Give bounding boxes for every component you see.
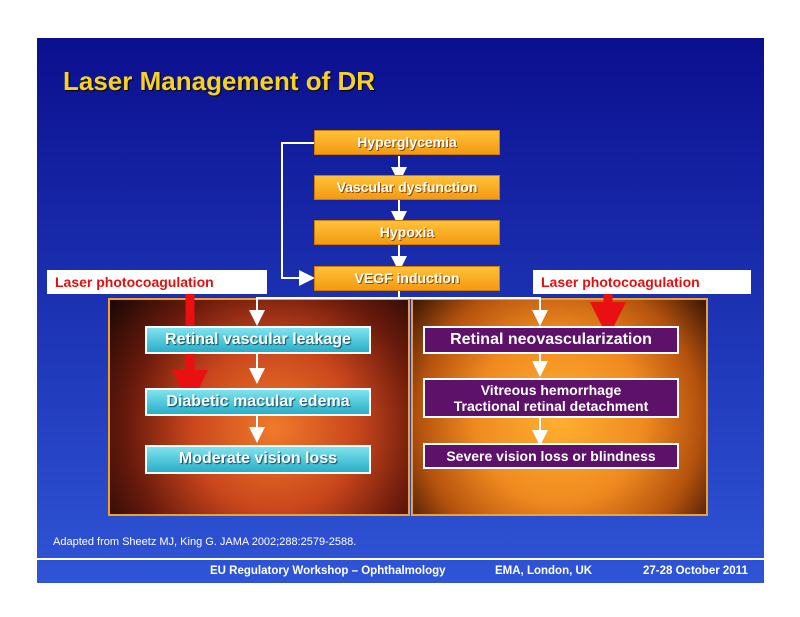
detachment-line: Tractional retinal detachment: [453, 398, 649, 414]
footer-divider: [37, 558, 764, 560]
laser-label-right: Laser photocoagulation: [533, 270, 751, 294]
box-diabetic-macular-edema: Diabetic macular edema: [145, 388, 371, 416]
flow-connectors: [172, 142, 626, 446]
box-vegf-induction: VEGF induction: [314, 266, 500, 291]
box-vitreous-hemorrhage: Vitreous hemorrhage Tractional retinal d…: [423, 378, 679, 418]
hemorrhage-line: Vitreous hemorrhage: [480, 381, 622, 398]
footer-workshop: EU Regulatory Workshop – Ophthalmology: [210, 565, 446, 577]
box-severe-vision-loss: Severe vision loss or blindness: [423, 443, 679, 469]
arrow-vegf-right: [399, 297, 548, 326]
arrow-hyperglycemia-bypass: [281, 142, 315, 286]
footer-date: 27-28 October 2011: [643, 565, 748, 577]
box-retinal-neovascularization: Retinal neovascularization: [423, 326, 679, 354]
box-hypoxia: Hypoxia: [314, 220, 500, 245]
box-hyperglycemia: Hyperglycemia: [314, 130, 500, 155]
laser-label-left: Laser photocoagulation: [47, 270, 267, 294]
arrow-vegf-left: [249, 297, 399, 326]
source-citation: Adapted from Sheetz MJ, King G. JAMA 200…: [53, 536, 357, 548]
footer-venue: EMA, London, UK: [495, 565, 593, 577]
box-retinal-vascular-leakage: Retinal vascular leakage: [145, 326, 371, 354]
slide: Laser Management of DR: [37, 38, 764, 583]
box-moderate-vision-loss: Moderate vision loss: [145, 445, 371, 474]
box-vascular-dysfunction: Vascular dysfunction: [314, 175, 500, 200]
slide-title: Laser Management of DR: [63, 66, 376, 96]
